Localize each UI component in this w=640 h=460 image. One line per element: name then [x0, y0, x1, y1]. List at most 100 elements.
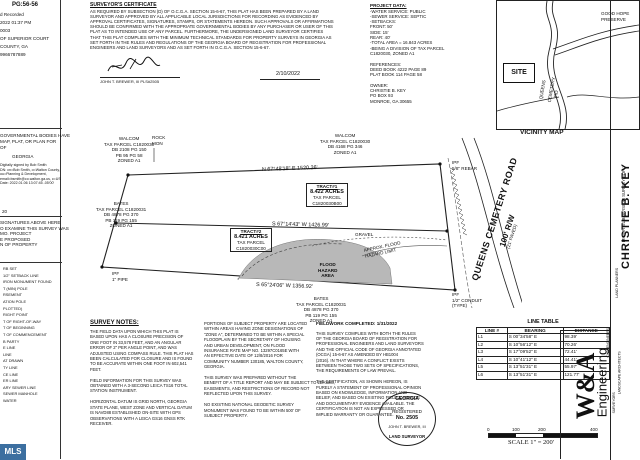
- project-data: PROJECT DATA: -WATER SERVICE: PUBLIC-SEW…: [370, 3, 462, 104]
- legend-item: LINE: [3, 351, 12, 357]
- seal-number: No. 2505: [395, 415, 419, 421]
- owner-line: PB 119 PG 155: [105, 217, 137, 223]
- record-id: PG:56-56: [12, 2, 39, 8]
- row-line: [447, 157, 473, 308]
- project-data-line: -WATER SERVICE: PUBLIC: [370, 8, 426, 14]
- tract-divider: [115, 222, 448, 232]
- project-data-line: REAR: 40': [370, 35, 391, 41]
- scale-tick-label: 200: [538, 427, 546, 432]
- notes-line: IS NAVD88 ESTABLISHED ON-SITE WITH GPS: [90, 410, 181, 416]
- title-block: CHRISTIE B. KEY MINOR SUBDIVISION SURVEY…: [610, 0, 640, 460]
- table-cell: S 10°56'12" E: [506, 340, 564, 350]
- notes-column-3-body: THIS SURVEY COMPLIES WITH BOTH THE RULES…: [316, 331, 426, 418]
- table-cell: L6: [476, 370, 508, 380]
- notes-line: NO EXISTING NATIONAL GEODETIC SURVEY: [204, 402, 294, 408]
- notes-line: "ZONE A", DETERMINED TO BE WITHIN A SPEC…: [204, 331, 305, 337]
- monument-marker: [114, 221, 118, 225]
- sig-line: Date: 2022.01.06 13:07:45 -05'00': [0, 181, 55, 186]
- owner-line: DB 2108 PG 150: [111, 147, 147, 153]
- signature-line: [100, 77, 180, 78]
- legend-item: E LINE: [3, 345, 16, 351]
- tree-line: [449, 167, 468, 236]
- notes-line: MONUMENT WAS FOUND TO BE WITHIN 500' OF: [204, 407, 301, 413]
- sheet-border: [60, 0, 640, 459]
- side-info-text: LAND PLANNERS: [615, 267, 620, 298]
- owner-line: WALCOM: [334, 133, 356, 138]
- gov-note: GOVERNMENTAL BODIES HAVE: [0, 133, 71, 138]
- notes-line: STATE PLANE, WEST ZONE AND VERTICAL DATU…: [90, 404, 192, 410]
- legend-item: B PARTY: [3, 338, 20, 344]
- legend-item: TY LINE: [3, 364, 18, 370]
- tract2-acres: 8.421 ACRES: [234, 233, 268, 240]
- project-data-line: -SETBACKS:: [370, 19, 397, 25]
- record-line: OF SUPERIOR COURT: [0, 36, 50, 41]
- owner-line: TAX PARCEL C1820030: [320, 138, 371, 144]
- notes-line: HORIZONTAL DATUM IS GRID NORTH, GEORGIA: [90, 399, 187, 405]
- owner-line: DB 4168 PG 346: [327, 144, 363, 150]
- ipf-line: 1" PIPE: [112, 276, 128, 282]
- legend-item: T OF COMMENCEMENT: [3, 331, 48, 337]
- divider: [0, 128, 62, 129]
- rock-mon-label: ROCK MON: [152, 135, 165, 146]
- scale-tick-label: 0: [487, 427, 490, 432]
- notes-line: OF THE GEORGIA BOARD OF REGISTRATION FOR: [316, 336, 418, 341]
- ipf-top-right: IPF 5/8" REBAR: [452, 160, 477, 171]
- certificate-line: AS REQUIRED BY SUBSECTION (D) OF O.C.G.A…: [90, 8, 319, 14]
- seal-bottom-text: LAND SURVEYOR: [388, 434, 426, 439]
- legend-item: ER LINE: [3, 378, 19, 384]
- monument-marker: [126, 173, 130, 177]
- owner-line: ZONED A1: [309, 318, 333, 324]
- table-cell: S 13°51'31" E: [506, 363, 564, 372]
- legend-item: AT DRAWN: [3, 358, 24, 364]
- survey-notes: SURVEY NOTES:: [90, 320, 490, 326]
- owner-line: TAX PARCEL C1820031: [96, 206, 147, 212]
- monument-marker: [453, 288, 457, 292]
- seal-middle-text: REGISTERED: [392, 409, 422, 414]
- certificate-line: APPROVAL CERTIFICATES, SIGNATURES, STAMP…: [90, 19, 334, 24]
- flood-hazard-area: [237, 239, 393, 285]
- project-data-line: OWNER:: [370, 82, 389, 88]
- monument-marker: [438, 162, 442, 166]
- line-table-title: LINE TABLE: [527, 319, 559, 325]
- seal-name: JOHN T. BREWER, III: [388, 425, 426, 429]
- sig-line: Digitally signed by Bob Smith: [0, 163, 47, 167]
- project-data-line: FRONT: 50': [370, 24, 393, 30]
- tract1-line: TAX PARCEL: [313, 195, 341, 201]
- owner-line: ZONED A1: [109, 223, 133, 229]
- notes-line: AND THE OFFICIAL CODE OF GEORGIA ANNOTAT…: [316, 346, 422, 352]
- owner-line: ZONED A1: [333, 149, 357, 155]
- notes-line: BELIEF, AND BASED ON EXISTING FIELD EVID…: [316, 395, 421, 401]
- vicinity-road-label: GOOD HOPE: [601, 11, 630, 16]
- vicinity-map-drawing: [497, 1, 639, 129]
- tract2-line: TAX PARCEL: [237, 240, 265, 246]
- table-cell: S 10°41'12" E: [506, 355, 564, 365]
- ipf-line: (TYPE): [452, 303, 468, 309]
- gov-note: MAP, PLAT, OR PLAN FOR: [0, 139, 57, 144]
- notes-line: OBTAINED WITH A 3-SECOND LEICA TS16 TOTA…: [90, 383, 188, 389]
- signer-name: JOHN T. BREWER, III PLS#2505: [100, 79, 160, 84]
- ipf-line: IPF: [452, 160, 460, 165]
- notes-line: BETWEEN THOSE TWO SETS OF SPECIFICATIONS…: [316, 363, 420, 369]
- project-data-line: DEED BOOK 4222 PAGE 89: [370, 66, 427, 72]
- notes-column-3: FIELDWORK COMPLETED: 1/31/2022 THIS SURV…: [316, 321, 426, 417]
- gravel-label: GRAVEL: [355, 232, 374, 237]
- certificate-line: SHOULD BE CONFIRMED WITH THE APPROPRIATE…: [90, 24, 333, 30]
- legend-item: T (MIN) POLE: [3, 285, 28, 291]
- rock-mon-line: MON: [152, 140, 163, 146]
- certificate-line: SET FORTH IN THE RULES AND REGULATIONS O…: [90, 39, 327, 45]
- owner-north: WALCOM TAX PARCEL C1820030 DB 4168 PG 34…: [320, 133, 370, 155]
- ipf-line: IPF: [112, 271, 120, 276]
- notes-line: INSURANCE RATE MAP NO. 13297C0165E WITH: [204, 348, 300, 354]
- notes-line: AND DOCUMENTARY EVIDENCE AVAILABLE. THE: [316, 400, 415, 406]
- flood-area-label: FLOOD HAZARD AREA: [318, 262, 337, 279]
- flood-area-line: FLOOD: [319, 262, 336, 267]
- owner-line: WALCOM: [118, 136, 140, 141]
- scale-bar-segments: [488, 433, 598, 438]
- owner-line: PB 119 PG 155: [305, 312, 337, 318]
- divider: [0, 216, 62, 217]
- project-data-line: -BEING A DIVISION OF TAX PARCEL: [370, 45, 445, 51]
